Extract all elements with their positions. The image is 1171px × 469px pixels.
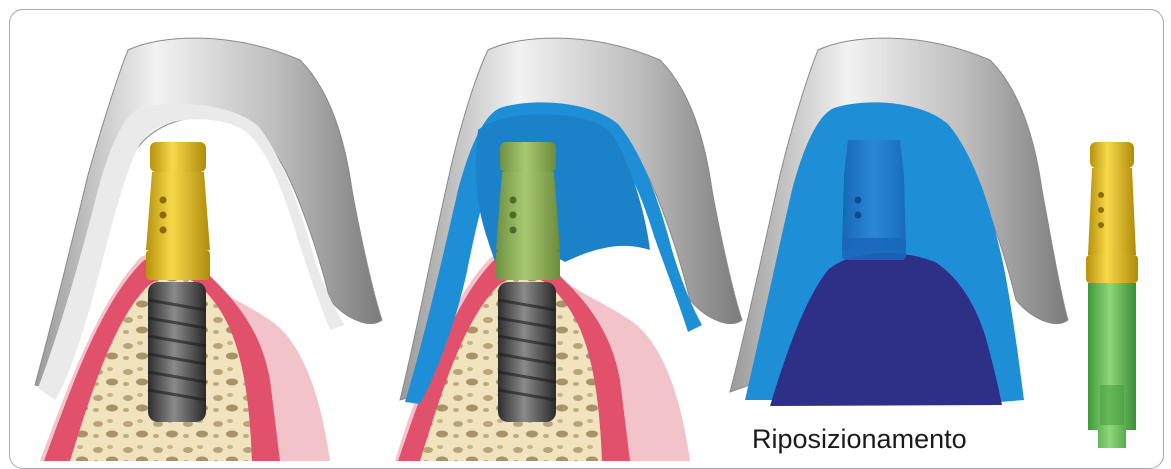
transfer-body bbox=[1088, 168, 1136, 255]
imprint-hole bbox=[855, 212, 862, 219]
imprint-hole bbox=[855, 197, 862, 204]
panel-2 bbox=[395, 38, 742, 461]
transfer-imprint bbox=[842, 140, 906, 250]
panel-3 bbox=[730, 38, 1068, 406]
analog-slot bbox=[1100, 385, 1124, 425]
transfer-coping-gold bbox=[146, 142, 210, 280]
panel-1 bbox=[35, 38, 382, 461]
caption-label: Riposizionamento bbox=[752, 424, 967, 455]
panel-4-transfer-on-analog bbox=[1086, 142, 1138, 448]
transfer-collar bbox=[1086, 255, 1138, 283]
transfer-coping-green bbox=[496, 142, 560, 280]
transfer-cap bbox=[1090, 142, 1134, 168]
transfer-imprint-base bbox=[842, 238, 906, 260]
